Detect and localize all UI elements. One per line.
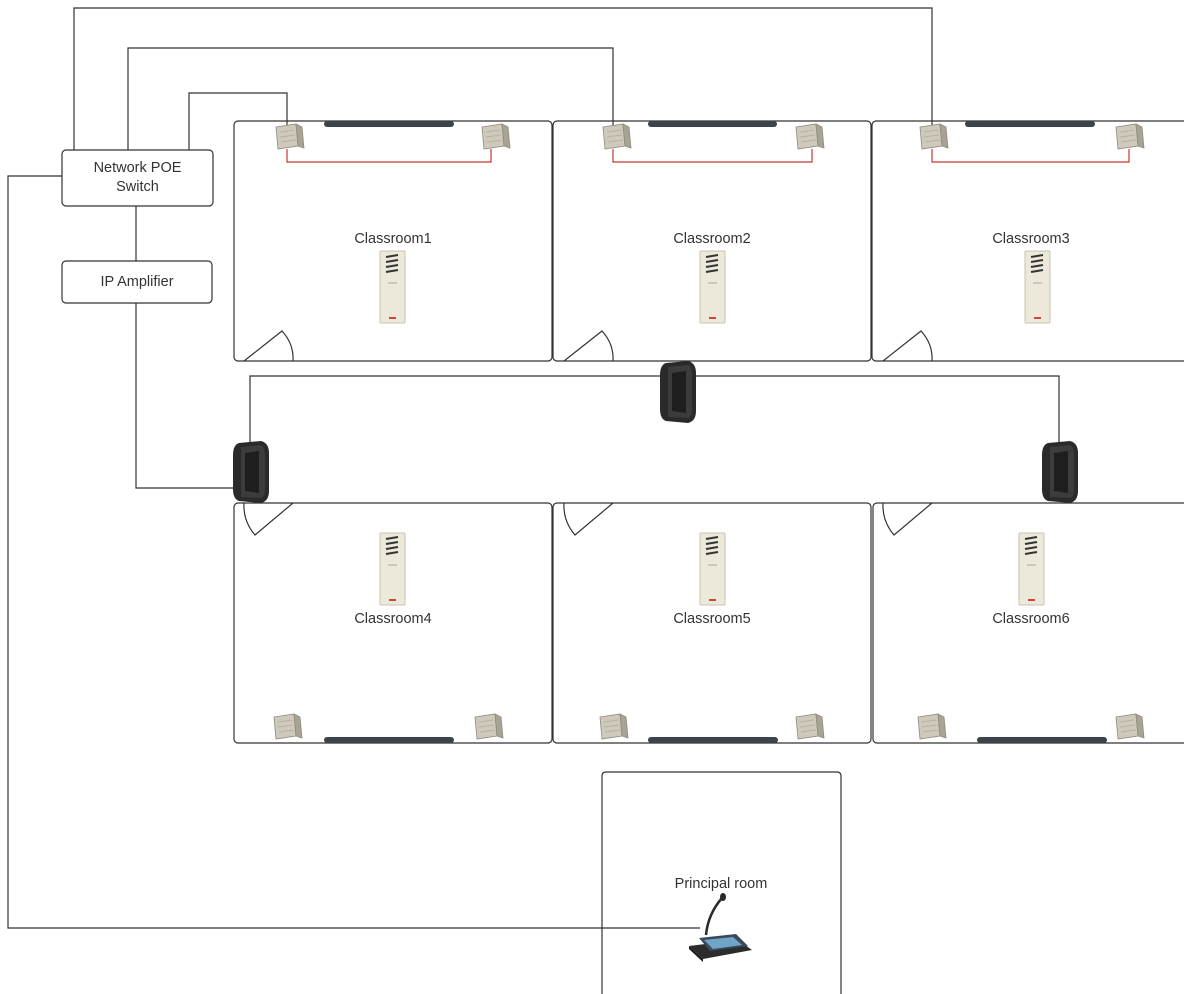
box-speaker-icon	[795, 713, 825, 740]
intercom-terminal-icon	[1024, 250, 1051, 324]
network-poe-switch: Network POE Switch	[61, 149, 214, 207]
door-swing-icon	[243, 502, 294, 536]
box-speaker-icon	[1115, 123, 1145, 150]
box-speaker-icon	[795, 123, 825, 150]
intercom-terminal-icon	[699, 250, 726, 324]
box-speaker-icon	[275, 123, 305, 150]
classroom-2: Classroom2	[552, 120, 872, 362]
box-speaker-icon	[919, 123, 949, 150]
speaker-wire	[612, 149, 813, 163]
door-swing-icon	[882, 502, 933, 536]
amplifier-label: IP Amplifier	[100, 274, 173, 290]
switch-label-line2: Switch	[116, 179, 159, 195]
classroom-label: Classroom1	[354, 231, 431, 247]
intercom-terminal-icon	[379, 532, 406, 606]
ip-amplifier: IP Amplifier	[61, 260, 213, 304]
whiteboard-icon	[977, 737, 1107, 743]
whiteboard-icon	[965, 121, 1095, 127]
horn-speaker-icon	[1042, 441, 1078, 503]
whiteboard-icon	[648, 737, 778, 743]
box-speaker-icon	[602, 123, 632, 150]
box-speaker-icon	[474, 713, 504, 740]
classroom-label: Classroom6	[992, 611, 1069, 627]
paging-microphone-icon	[689, 893, 752, 962]
whiteboard-icon	[324, 121, 454, 127]
box-speaker-icon	[917, 713, 947, 740]
wiring	[7, 7, 1060, 929]
classroom-1: Classroom1	[233, 120, 553, 362]
door-swing-icon	[563, 330, 614, 362]
classroom-3: Classroom3	[871, 120, 1184, 362]
whiteboard-icon	[648, 121, 777, 127]
wire-switch-classroom1	[188, 92, 288, 150]
wire-switch-principal	[7, 175, 700, 929]
wire-switch-classroom3	[73, 7, 933, 150]
switch-label-line1: Network POE	[94, 160, 182, 176]
box-speaker-icon	[481, 123, 511, 150]
speaker-wire	[931, 149, 1130, 163]
intercom-terminal-icon	[1018, 532, 1045, 606]
principal-room-label: Principal room	[675, 876, 768, 892]
principal-room: Principal room	[601, 771, 842, 994]
door-swing-icon	[882, 330, 933, 362]
classroom-4: Classroom4	[233, 502, 553, 744]
wire-switch-classroom2	[127, 47, 614, 150]
wire-amplifier-speakers	[135, 303, 244, 489]
door-swing-icon	[563, 502, 614, 536]
horn-speaker-icon	[233, 441, 269, 503]
whiteboard-icon	[324, 737, 454, 743]
box-speaker-icon	[599, 713, 629, 740]
classroom-5: Classroom5	[552, 502, 872, 744]
intercom-terminal-icon	[379, 250, 406, 324]
box-speaker-icon	[273, 713, 303, 740]
wire-corridor-loop	[249, 375, 1060, 458]
box-speaker-icon	[1115, 713, 1145, 740]
speaker-wire	[286, 149, 492, 163]
door-swing-icon	[243, 330, 294, 362]
classroom-6: Classroom6	[872, 502, 1184, 744]
classroom-label: Classroom4	[354, 611, 431, 627]
classroom-label: Classroom2	[673, 231, 750, 247]
horn-speaker-icon	[660, 361, 696, 423]
classroom-label: Classroom5	[673, 611, 750, 627]
intercom-terminal-icon	[699, 532, 726, 606]
classroom-label: Classroom3	[992, 231, 1069, 247]
